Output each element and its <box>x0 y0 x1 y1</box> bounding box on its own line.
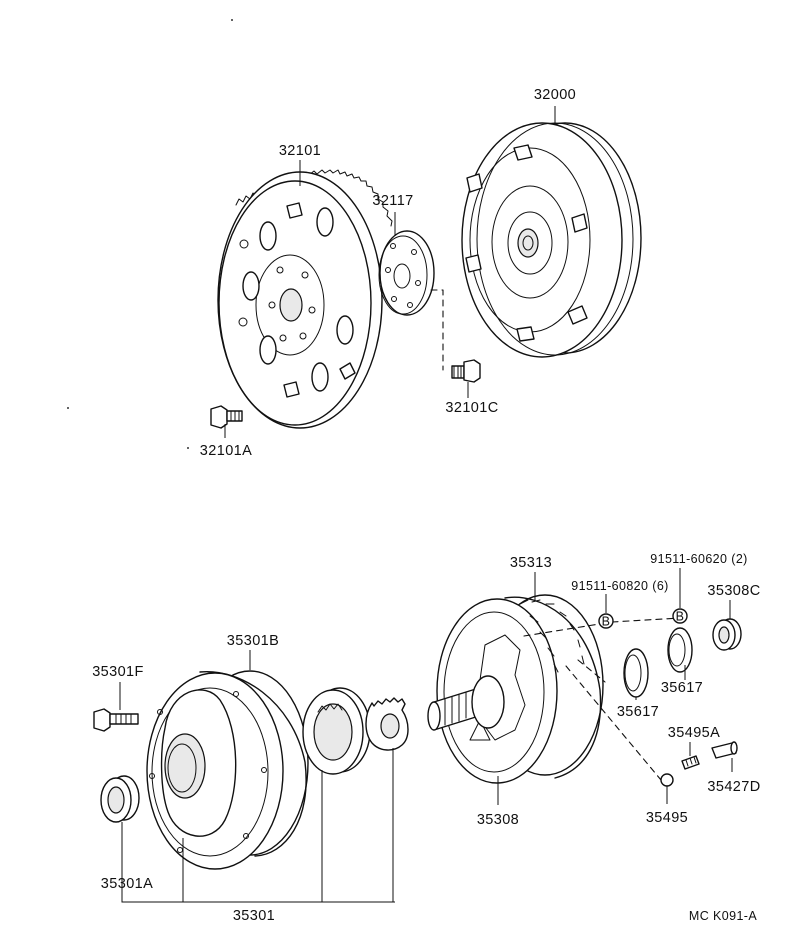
label-35301: 35301 <box>233 908 275 924</box>
seal-ring-35617-b <box>667 627 693 673</box>
label-35301f: 35301F <box>92 664 144 680</box>
bolt-marker-b-6: B <box>598 613 614 629</box>
label-35308c: 35308C <box>707 583 760 599</box>
label-35301b: 35301B <box>227 633 279 649</box>
label-32117: 32117 <box>372 193 413 209</box>
drive-plate <box>217 169 393 429</box>
label-35427d: 35427D <box>707 779 760 795</box>
check-ball-35495 <box>660 773 674 787</box>
leader-lines <box>119 106 733 903</box>
label-35308: 35308 <box>477 812 519 828</box>
label-32101c: 32101C <box>445 400 498 416</box>
seal-ring-35617-a <box>623 648 649 698</box>
bolt-marker-b-2: B <box>672 608 688 624</box>
label-32101a: 32101A <box>200 443 252 459</box>
label-91511-60820: 91511-60820 (6) <box>571 579 669 593</box>
bolt-35301f <box>93 708 139 732</box>
label-32101: 32101 <box>279 143 321 159</box>
pump-cover <box>427 594 604 784</box>
oil-pump-body <box>146 670 309 870</box>
driven-gear <box>302 687 371 775</box>
seal-35308c <box>712 618 742 651</box>
plug-35427d <box>711 741 738 759</box>
label-35617-b: 35617 <box>661 680 703 696</box>
label-91511-60620: 91511-60620 (2) <box>650 552 748 566</box>
pump-oil-seal <box>100 775 140 823</box>
torque-converter <box>461 122 642 358</box>
drive-gear <box>365 697 409 751</box>
label-35617-a: 35617 <box>617 704 659 720</box>
label-35495a: 35495A <box>668 725 720 741</box>
label-32000: 32000 <box>534 87 576 103</box>
bolt-32101c <box>451 359 481 383</box>
bolt-32101a <box>210 405 243 429</box>
svg-text:B: B <box>676 610 685 624</box>
label-35495: 35495 <box>646 810 688 826</box>
label-35301a: 35301A <box>101 876 153 892</box>
spacer-plate <box>378 230 435 316</box>
plug-35495a <box>681 755 700 770</box>
figure-code: MC K091-A <box>689 909 757 923</box>
svg-text:B: B <box>602 615 611 629</box>
label-35313: 35313 <box>510 555 552 571</box>
